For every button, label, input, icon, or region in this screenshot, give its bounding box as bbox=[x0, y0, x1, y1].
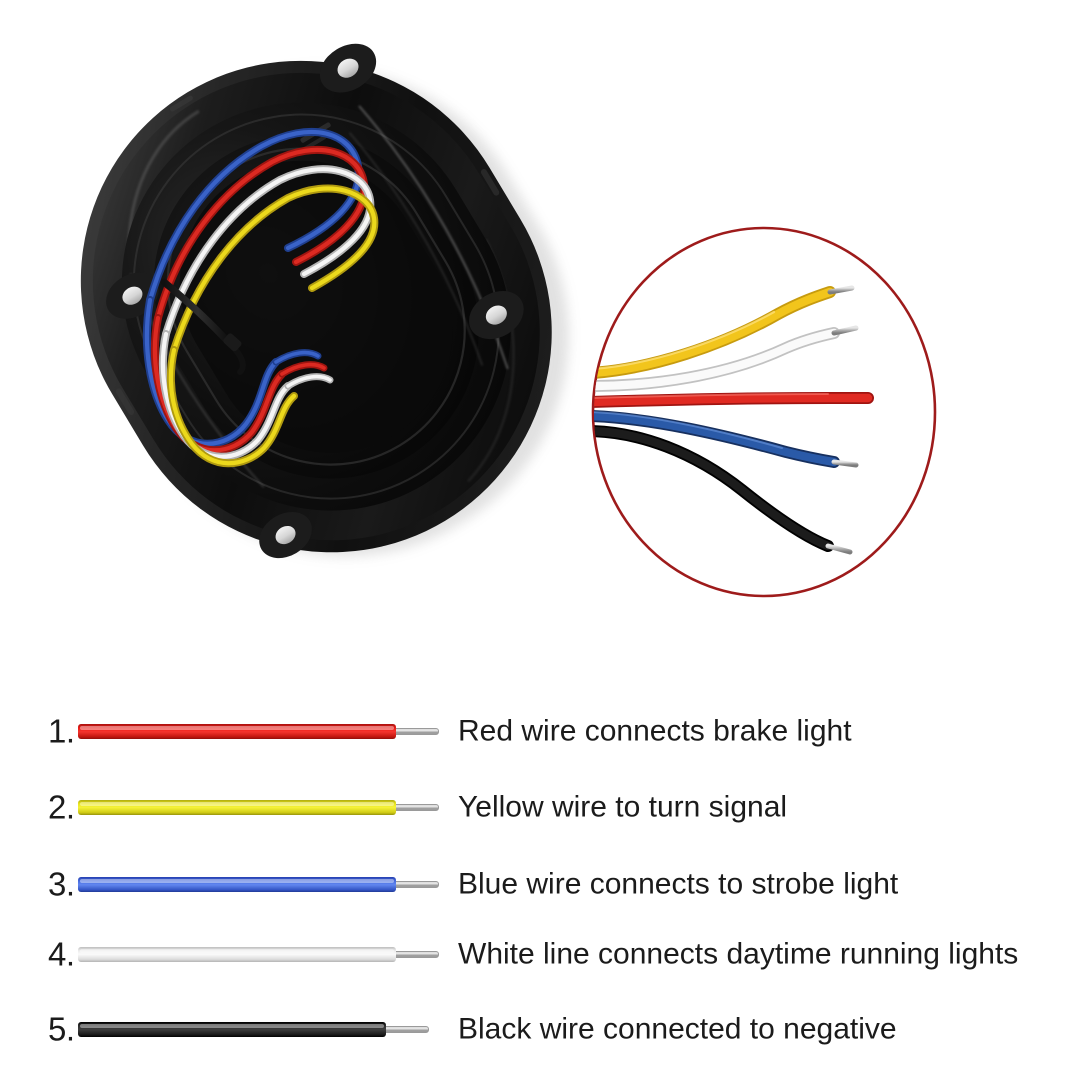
wire-tip bbox=[395, 727, 439, 735]
wire-leads-callout-svg bbox=[591, 226, 937, 598]
yellow-wire-swatch bbox=[78, 794, 439, 820]
legend-text-5: Black wire connected to negative bbox=[458, 1012, 897, 1046]
legend-row-1: 1. Red wire connects brake light bbox=[0, 700, 1080, 762]
legend-row-2: 2. Yellow wire to turn signal bbox=[0, 776, 1080, 838]
light-housing bbox=[80, 43, 552, 559]
wire-tip bbox=[395, 803, 439, 811]
zip-tie bbox=[160, 278, 246, 375]
wire-harness bbox=[142, 128, 379, 468]
legend-index-5: 5. bbox=[48, 1010, 75, 1048]
blue-lead-tip bbox=[831, 459, 859, 468]
black-lead-tip bbox=[825, 543, 853, 555]
legend-text-4: White line connects daytime running ligh… bbox=[458, 937, 1019, 971]
legend-text-3: Blue wire connects to strobe light bbox=[458, 867, 899, 901]
black-wire-swatch bbox=[78, 1016, 429, 1042]
callout-ring bbox=[591, 226, 937, 598]
wire-tip bbox=[395, 950, 439, 958]
yellow-lead-tip bbox=[827, 285, 855, 295]
wire-leads-callout bbox=[590, 226, 938, 600]
white-wire-swatch bbox=[78, 941, 439, 967]
legend-text-2: Yellow wire to turn signal bbox=[458, 790, 788, 824]
red-wire-swatch bbox=[78, 718, 439, 744]
blue-wire-swatch bbox=[78, 871, 439, 897]
legend-row-4: 4. White line connects daytime running l… bbox=[0, 923, 1080, 985]
mount-hole bbox=[469, 290, 524, 340]
product-photo bbox=[0, 0, 660, 640]
legend-index-4: 4. bbox=[48, 935, 75, 973]
legend-index-2: 2. bbox=[48, 788, 75, 826]
mount-hole bbox=[319, 43, 377, 93]
wire-legend-list: 1. Red wire connects brake light 2. Yell… bbox=[0, 690, 1080, 1080]
legend-text-1: Red wire connects brake light bbox=[458, 714, 852, 748]
legend-index-3: 3. bbox=[48, 865, 75, 903]
legend-row-3: 3. Blue wire connects to strobe light bbox=[0, 853, 1080, 915]
wire-tip bbox=[395, 880, 439, 888]
mount-hole bbox=[259, 511, 312, 559]
wire-tip bbox=[385, 1025, 429, 1033]
white-lead-tip bbox=[831, 325, 859, 336]
callout-wire-group bbox=[594, 285, 893, 555]
legend-index-1: 1. bbox=[48, 712, 75, 750]
product-photo-svg bbox=[80, 43, 569, 559]
legend-row-5: 5. Black wire connected to negative bbox=[0, 998, 1080, 1060]
